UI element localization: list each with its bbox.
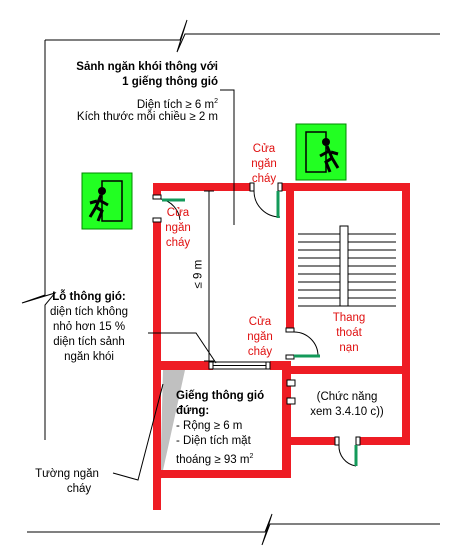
fire-walls (153, 183, 410, 510)
wall-bottom-right (290, 437, 335, 445)
ventilation-shaft-fill (160, 370, 185, 484)
left-break-line (21, 40, 57, 440)
door-left (152, 194, 185, 223)
shaft-label: Giếng thông gió đứng: - Rộng ≥ 6 m - Diệ… (176, 390, 265, 466)
distance-label: ≤ 9 m (192, 259, 205, 289)
wall-top-right (282, 183, 409, 191)
top-break-line (45, 19, 440, 53)
door-middle (285, 327, 320, 360)
wall-left-upper (153, 183, 161, 195)
emergency-exit-sign-icon (81, 172, 133, 230)
stair-steps (298, 225, 396, 307)
wall-shaft-top-left (153, 361, 213, 370)
wall-top-left (153, 183, 250, 191)
door-top (249, 182, 283, 218)
fire-wall-leader (112, 383, 164, 481)
wall-stair-left (286, 183, 294, 328)
vent-leader (148, 332, 217, 364)
lobby-leader (220, 89, 235, 225)
door-bottom-right (334, 436, 361, 467)
emergency-exit-sign-icon (295, 123, 347, 181)
fire-wall-label: Tường ngăn cháy (35, 468, 99, 495)
wall-shaft-top-right (270, 361, 290, 370)
wall-stair-bottom (290, 366, 409, 374)
wall-shaft-right (282, 361, 291, 478)
shaft-side-vent (286, 379, 296, 405)
leader-lines (112, 89, 235, 481)
lobby-dimension: Kích thước mỗi chiều ≥ 2 m (76, 111, 218, 123)
function-note: (Chức năng xem 3.4.10 c)) (310, 391, 384, 418)
wall-bottom-right-b (360, 437, 409, 445)
lobby-title: Sảnh ngăn khói thông với 1 giếng thông g… (76, 61, 218, 88)
lobby-area: Diện tích ≥ 6 m2 (136, 98, 218, 111)
distance-dimension (204, 190, 214, 362)
vent-opening-label: Lỗ thông gió: diện tích không nhỏ hơn 15… (49, 291, 128, 363)
wall-shaft-bottom (153, 470, 291, 478)
bottom-break-line (27, 513, 440, 546)
wall-right (402, 183, 410, 445)
vent-opening (208, 361, 271, 370)
